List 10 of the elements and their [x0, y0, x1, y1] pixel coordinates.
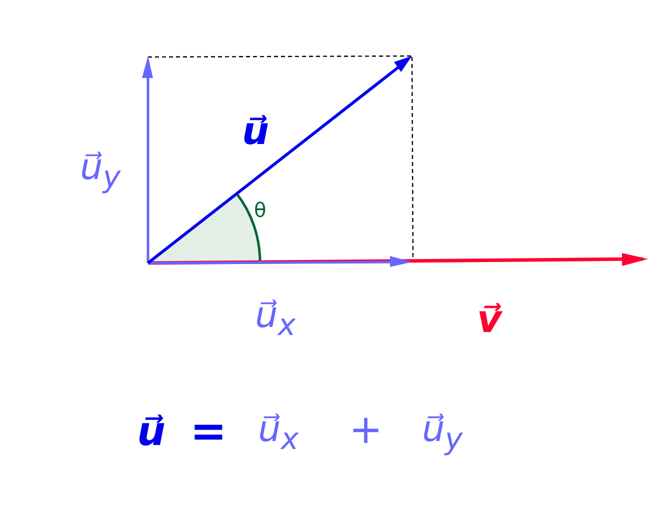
- plus-sign: +: [349, 410, 383, 450]
- vector-symbol: u⃗: [137, 412, 166, 452]
- angle-label: θ: [254, 200, 266, 220]
- vector-symbol: u⃗$_{y}$: [80, 150, 121, 194]
- vector-symbol: u⃗$_{x}$: [258, 412, 299, 456]
- vector-symbol: v⃗: [477, 300, 502, 338]
- vector-symbol: u⃗$_{x}$: [255, 298, 296, 342]
- vector-symbol: u⃗: [242, 112, 270, 150]
- equals-sign: =: [190, 410, 227, 454]
- vector-symbol: u⃗$_{y}$: [422, 412, 463, 456]
